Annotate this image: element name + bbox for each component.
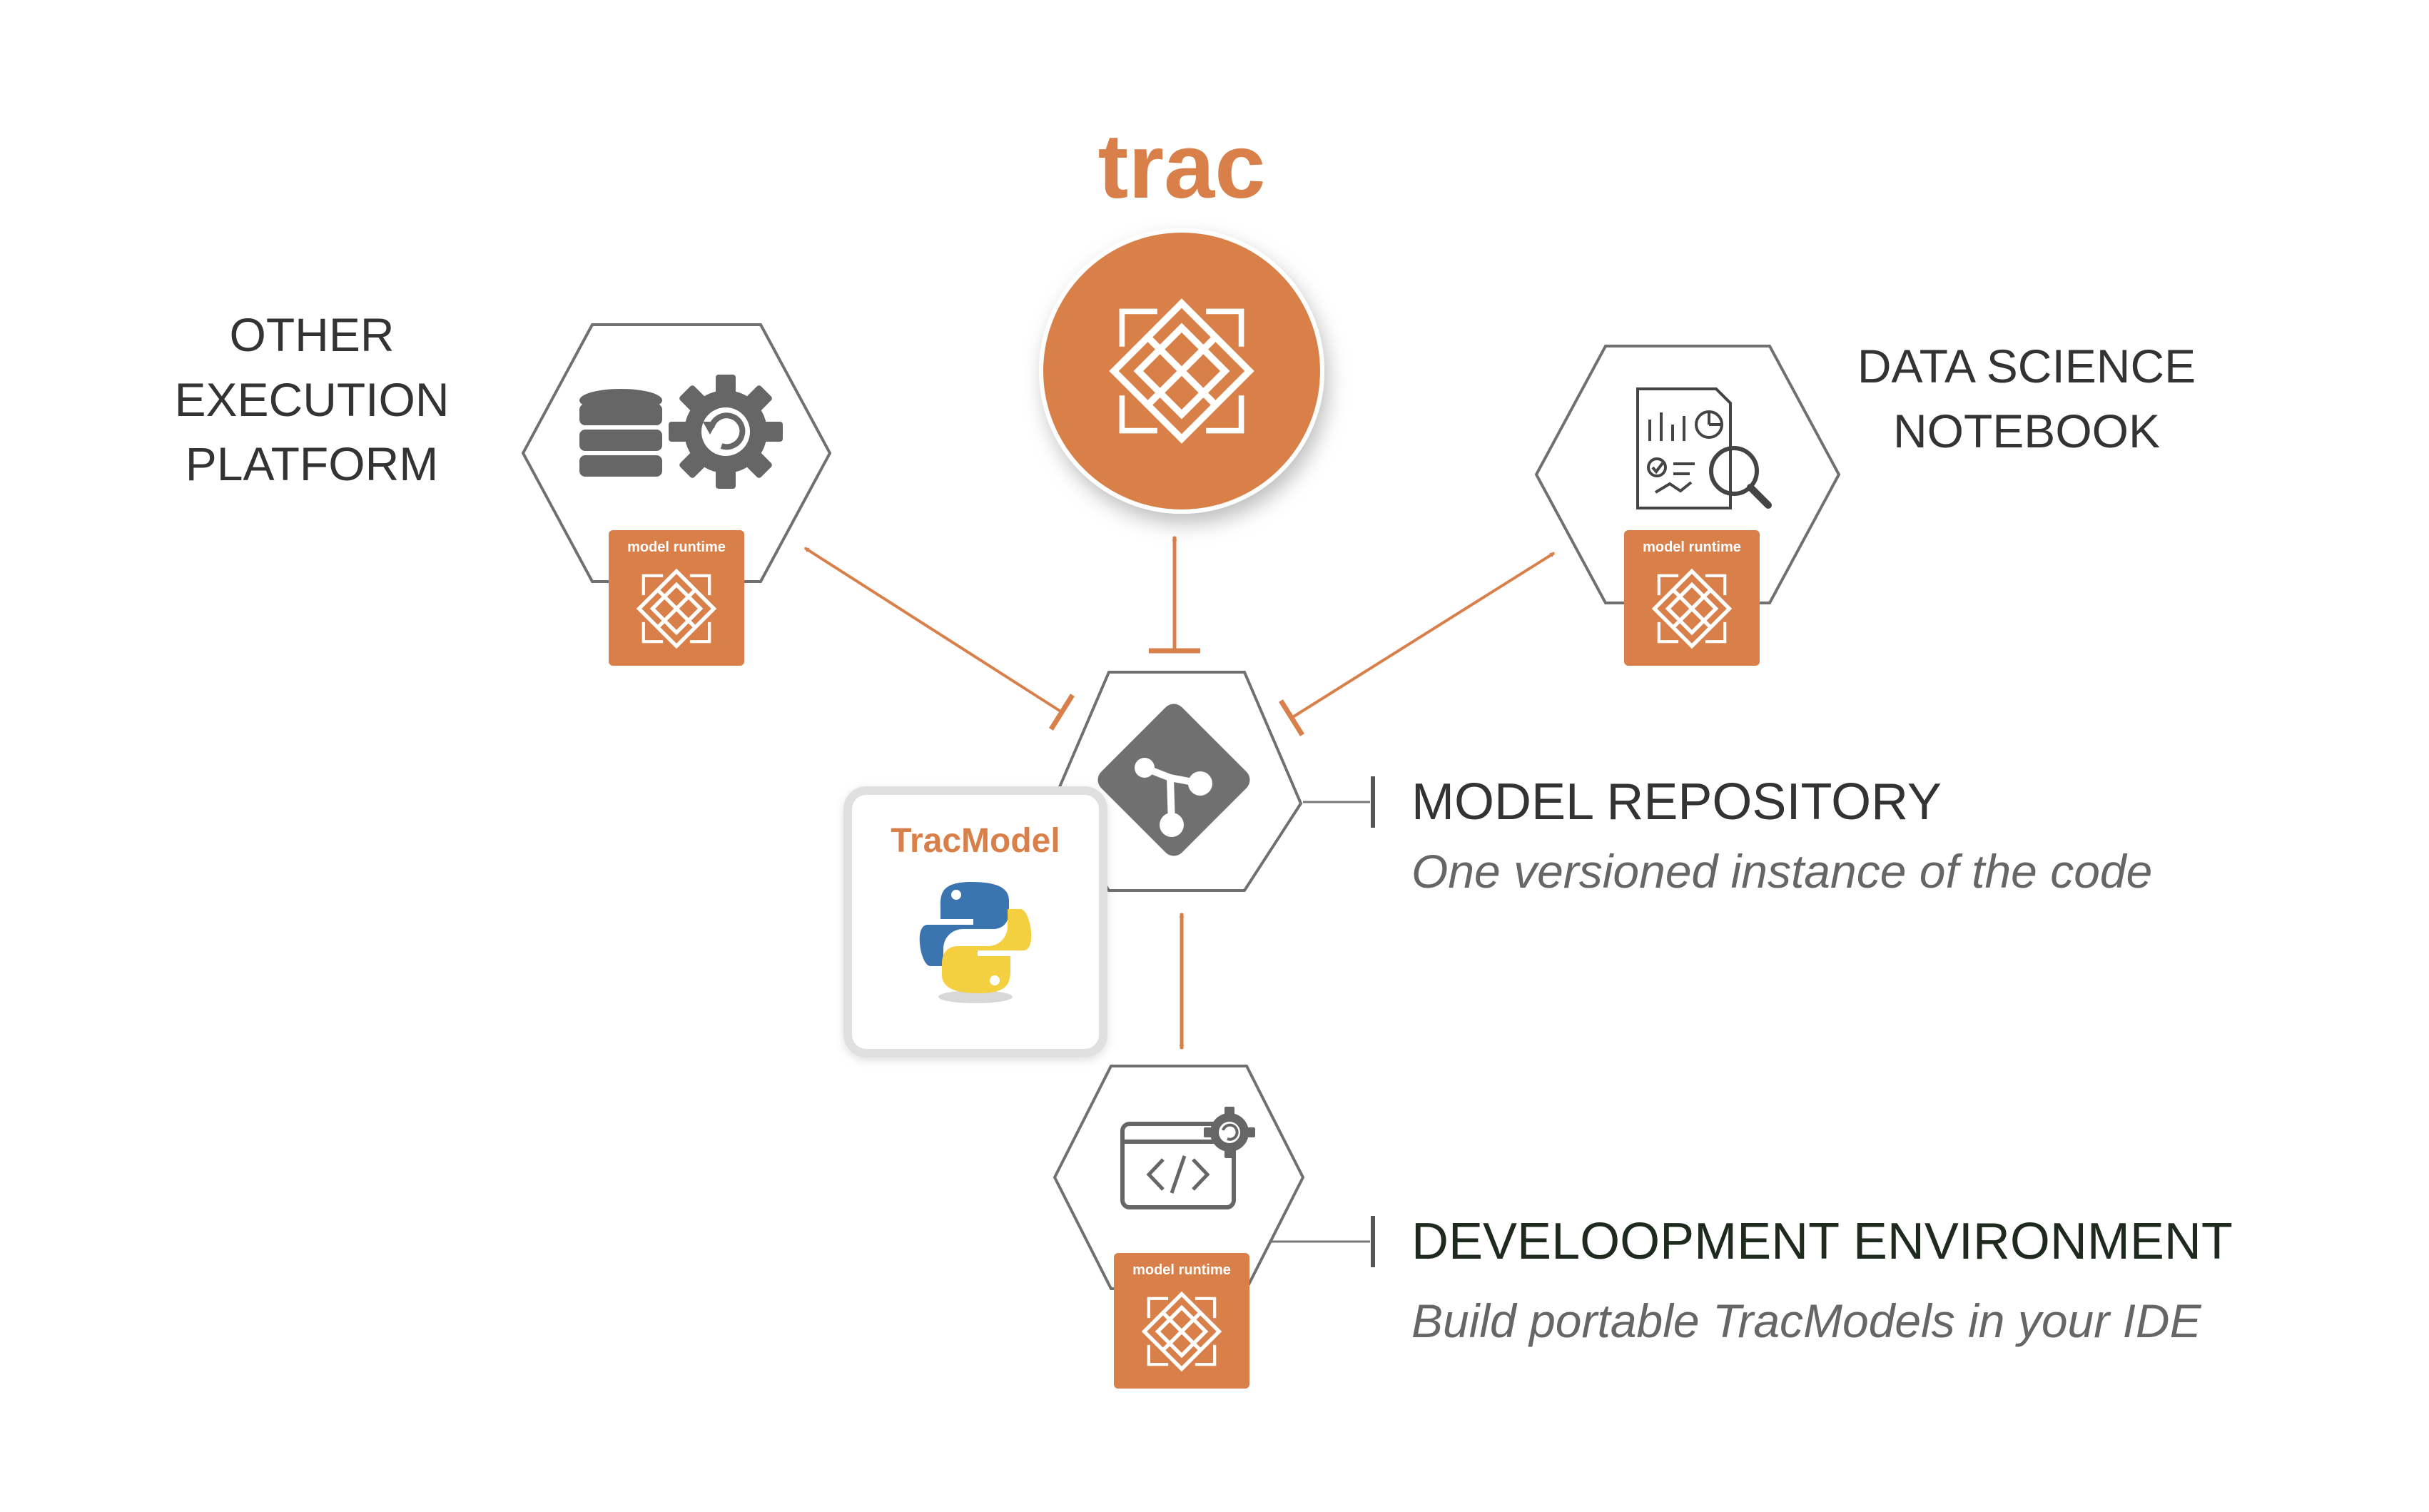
svg-text:model runtime: model runtime [627, 539, 726, 555]
repository-subtitle: One versioned instance of the code [1411, 845, 2152, 898]
svg-text:model runtime: model runtime [1132, 1262, 1231, 1278]
connectors [803, 535, 1556, 1267]
python-logo-icon [919, 882, 1032, 1003]
other-platform-label-3: PLATFORM [186, 437, 438, 490]
repository-node: MODEL REPOSITORY One versioned instance … [1050, 671, 2152, 898]
dev-env-title: DEVELOOPMENT ENVIRONMENT [1411, 1213, 2233, 1270]
other-platform-label-2: EXECUTION [174, 373, 449, 426]
notebook-node: model runtime DATA SCIENCE NOTEBOOK [1534, 340, 2196, 666]
notebook-label-1: DATA SCIENCE [1857, 340, 2196, 392]
other-platform-node: model runtime OTHER EXECUTION PLATFORM [174, 308, 832, 666]
arrow-to-notebook-cap [1279, 699, 1304, 736]
trac-wordmark: trac [1098, 116, 1266, 218]
other-platform-label-1: OTHER [230, 308, 395, 361]
git-branch-icon [1097, 704, 1250, 856]
tracmodel-card: TracModel [843, 786, 1107, 1057]
database-icon [579, 389, 662, 477]
code-window-gear-icon [1120, 1107, 1255, 1209]
svg-text:model runtime: model runtime [1643, 539, 1741, 555]
notebook-label-2: NOTEBOOK [1893, 405, 2160, 457]
model-runtime-badge: model runtime [1114, 1253, 1249, 1389]
report-analytics-icon [1636, 387, 1772, 509]
gear-icon [669, 375, 783, 489]
dev-env-node: model runtime DEVELOOPMENT ENVIRONMENT B… [1053, 1065, 2233, 1389]
tracmodel-label: TracModel [891, 822, 1060, 860]
dev-env-subtitle: Build portable TracModels in your IDE [1411, 1294, 2202, 1347]
repository-title: MODEL REPOSITORY [1411, 773, 1942, 831]
arrow-to-notebook [1290, 552, 1556, 719]
model-runtime-badge: model runtime [1624, 530, 1760, 666]
model-runtime-badge: model runtime [609, 530, 744, 666]
arrow-to-other-platform [803, 547, 1063, 714]
arrow-to-other-platform-cap [1049, 694, 1075, 731]
trac-node: trac [1039, 116, 1324, 514]
